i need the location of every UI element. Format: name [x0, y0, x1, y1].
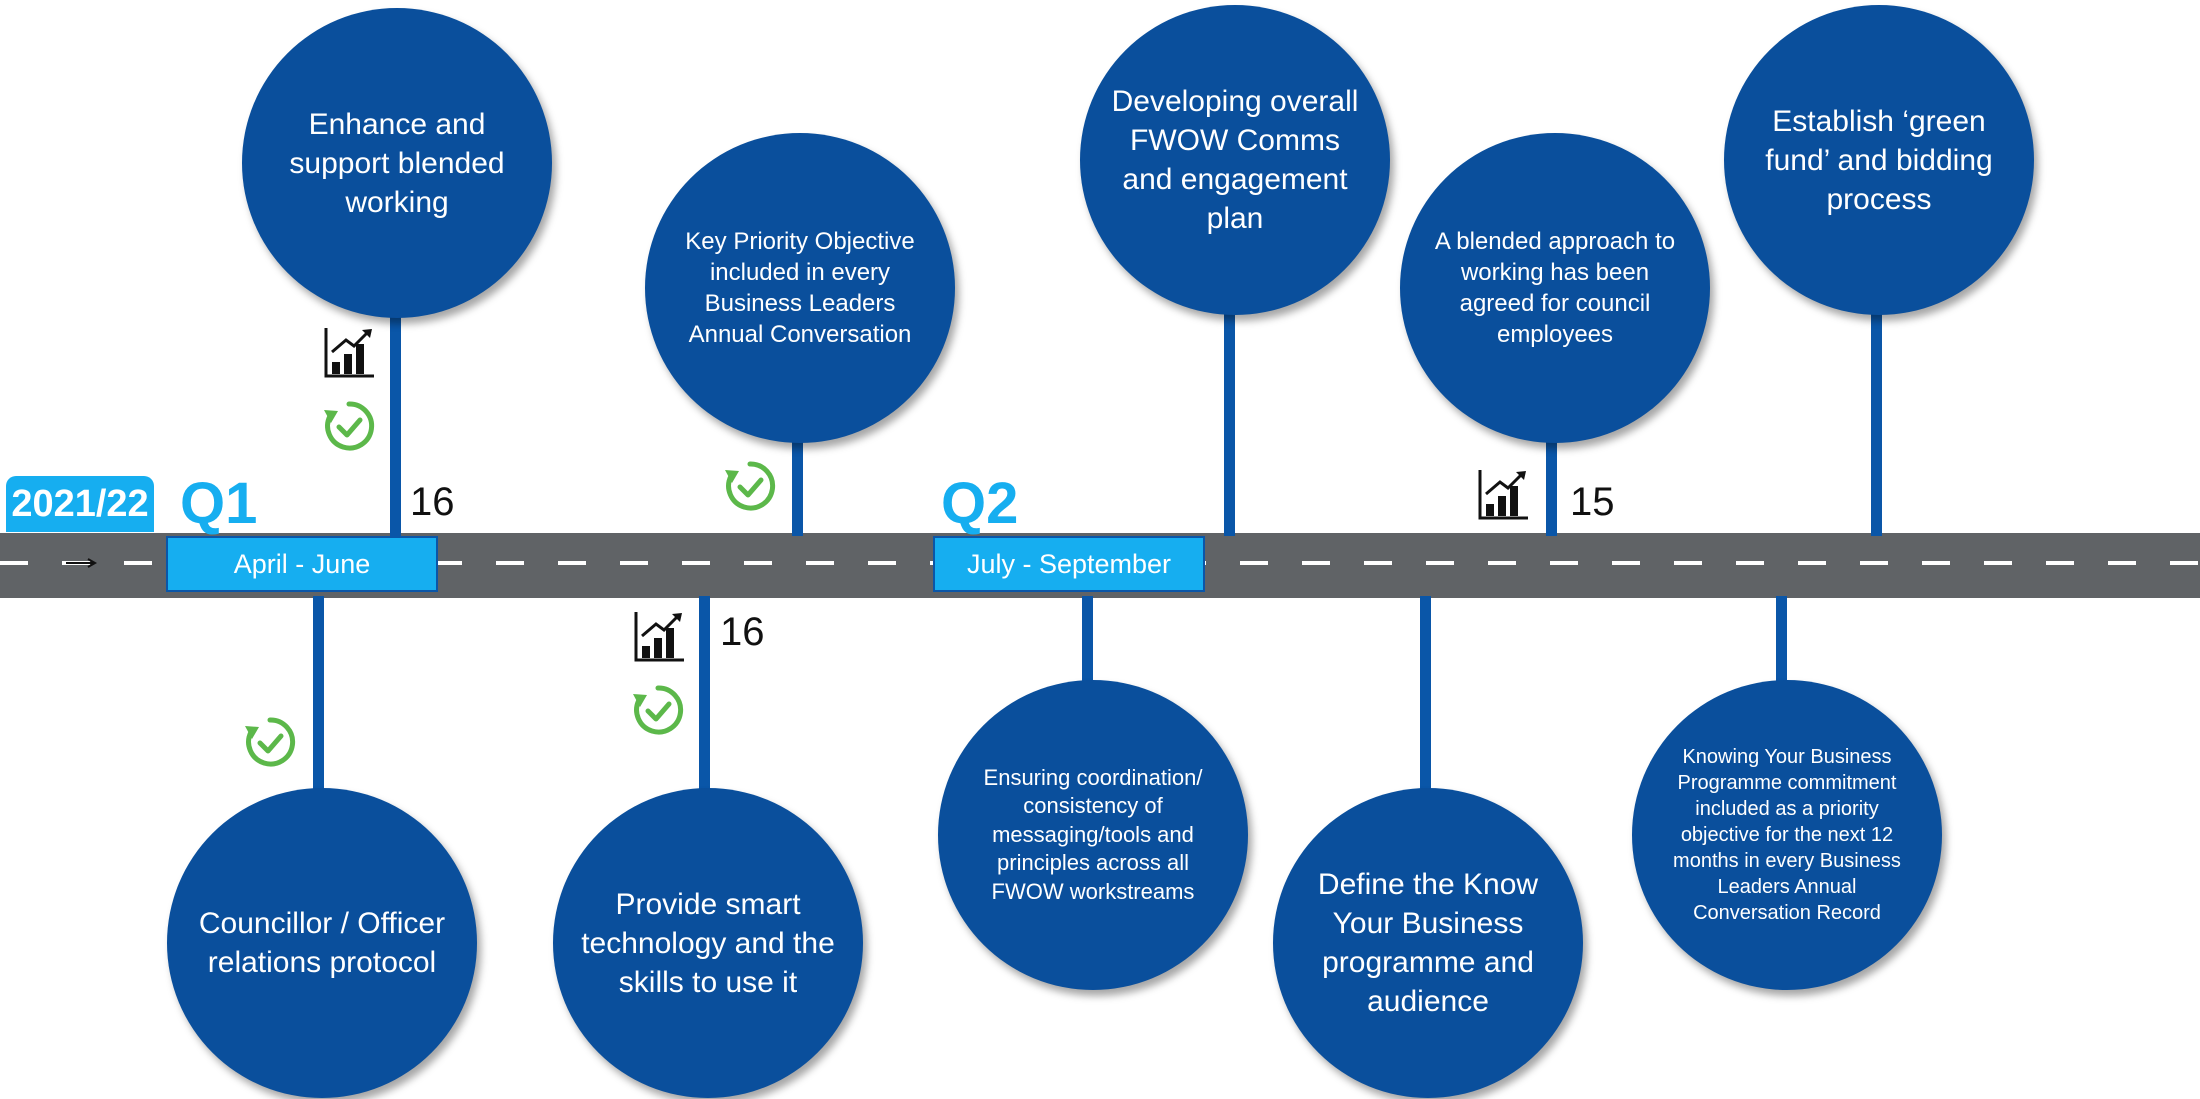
stem-enhance [390, 300, 401, 536]
milestone-comms-engagement-plan: Developing overall FWOW Comms and engage… [1080, 5, 1390, 315]
count-smart-tech: 16 [720, 610, 765, 654]
stem-green-fund [1871, 300, 1882, 536]
year-badge: 2021/22 [6, 476, 154, 532]
stem-kyb-define [1420, 596, 1431, 796]
stem-comms [1224, 300, 1235, 536]
milestone-key-priority-objective: Key Priority Objective included in every… [645, 133, 955, 443]
quarter-label-q2: Q2 [941, 471, 1019, 536]
milestone-green-fund: Establish ‘green fund’ and bidding proce… [1724, 5, 2034, 315]
stem-coordination [1082, 596, 1093, 686]
milestone-kyb-commitment: Knowing Your Business Programme commitme… [1632, 680, 1942, 990]
refresh-check-icon [725, 461, 776, 511]
count-blended-agreed: 15 [1570, 480, 1615, 524]
stem-key-priority [792, 430, 803, 536]
stem-smart-tech [699, 596, 710, 796]
quarter-range-q1: April - June [166, 536, 438, 592]
stem-kyb-commitment [1776, 596, 1787, 686]
quarter-label-q1: Q1 [180, 471, 258, 536]
bar-chart-growth-icon [324, 328, 374, 378]
refresh-check-icon [245, 717, 296, 767]
milestone-councillor-officer-protocol: Councillor / Officer relations protocol [167, 788, 477, 1098]
milestone-kyb-define: Define the Know Your Business programme … [1273, 788, 1583, 1098]
bar-chart-growth-icon [634, 612, 684, 662]
bar-chart-growth-icon [1478, 470, 1528, 520]
stem-councillor [313, 596, 324, 796]
refresh-check-icon [324, 401, 375, 451]
count-enhance: 16 [410, 480, 455, 524]
milestone-blended-approach-agreed: A blended approach to working has been a… [1400, 133, 1710, 443]
road-arrow-icon [66, 558, 98, 568]
milestone-messaging-coordination: Ensuring coordination/ consistency of me… [938, 680, 1248, 990]
milestone-smart-technology: Provide smart technology and the skills … [553, 788, 863, 1098]
stem-blended-agreed [1546, 430, 1557, 536]
milestone-enhance-blended-working: Enhance and support blended working [242, 8, 552, 318]
quarter-range-q2: July - September [933, 536, 1205, 592]
refresh-check-icon [633, 685, 684, 735]
